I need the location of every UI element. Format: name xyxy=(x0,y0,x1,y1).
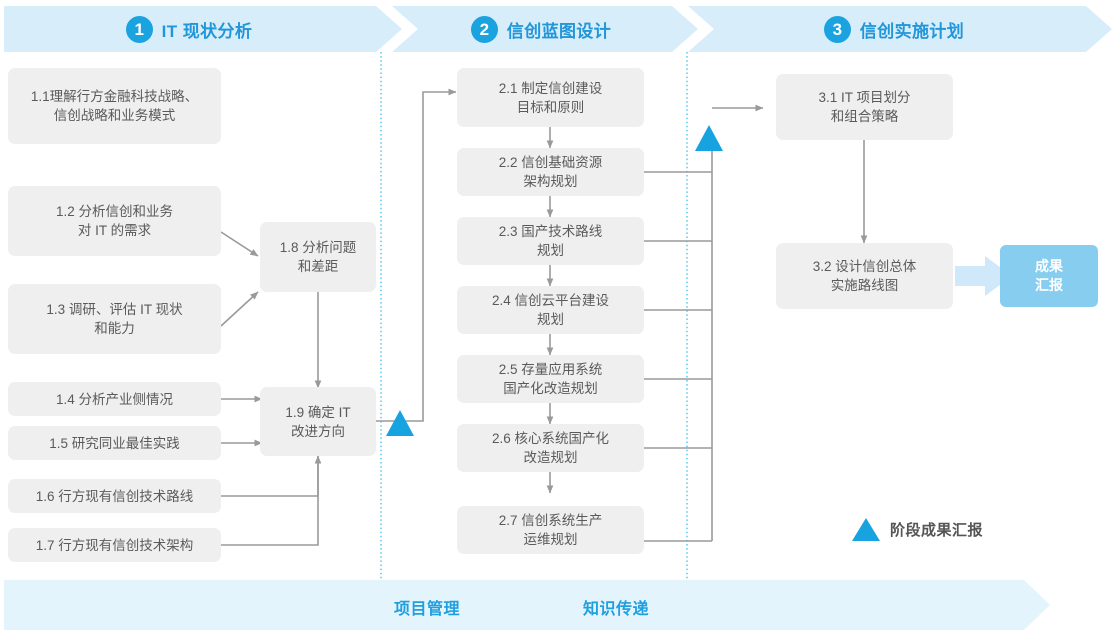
phase-banner-2: 2 信创蓝图设计 xyxy=(392,6,698,52)
wire-13-to-18 xyxy=(220,291,259,327)
phase-number-badge-1: 1 xyxy=(125,15,153,43)
phase-title-1: IT 现状分析 xyxy=(161,21,253,41)
process-box-1-4[interactable]: 1.4 分析产业侧情况 xyxy=(8,382,221,416)
process-box-1-1[interactable]: 1.1理解行方金融科技战略、 信创战略和业务模式 xyxy=(8,68,221,144)
legend: 阶段成果汇报 xyxy=(852,518,983,541)
wire-19-to-21 xyxy=(374,88,457,422)
milestone-triangle-phase2 xyxy=(695,125,723,151)
process-box-1-3[interactable]: 1.3 调研、评估 IT 现状 和能力 xyxy=(8,284,221,354)
phase-number-badge-2: 2 xyxy=(470,15,498,43)
phase-title-3: 信创实施计划 xyxy=(859,21,965,41)
deliverable-box[interactable]: 成果 汇报 xyxy=(1000,245,1098,307)
process-box-2-4[interactable]: 2.4 信创云平台建设 规划 xyxy=(457,286,644,334)
wire-16-to-19 xyxy=(221,455,322,497)
milestone-triangle-phase1 xyxy=(386,410,414,436)
process-box-3-1[interactable]: 3.1 IT 项目划分 和组合策略 xyxy=(776,74,953,140)
process-box-1-9[interactable]: 1.9 确定 IT 改进方向 xyxy=(260,387,376,456)
process-box-1-2[interactable]: 1.2 分析信创和业务 对 IT 的需求 xyxy=(8,186,221,256)
process-box-2-2[interactable]: 2.2 信创基础资源 架构规划 xyxy=(457,148,644,196)
process-box-2-3[interactable]: 2.3 国产技术路线 规划 xyxy=(457,217,644,265)
bottom-label-knowledge-transfer: 知识传递 xyxy=(583,601,650,618)
milestone-triangle-icon xyxy=(852,518,880,541)
phase-number-badge-3: 3 xyxy=(823,15,851,43)
phase-banner-3: 3 信创实施计划 xyxy=(688,6,1112,52)
phase-banner-1: 1 IT 现状分析 xyxy=(4,6,402,52)
process-box-2-5[interactable]: 2.5 存量应用系统 国产化改造规划 xyxy=(457,355,644,403)
bottom-band xyxy=(4,580,1050,630)
process-box-3-2[interactable]: 3.2 设计信创总体 实施路线图 xyxy=(776,243,953,309)
process-box-2-7[interactable]: 2.7 信创系统生产 运维规划 xyxy=(457,506,644,554)
process-box-1-5[interactable]: 1.5 研究同业最佳实践 xyxy=(8,426,221,460)
wire-12-to-18 xyxy=(220,231,259,257)
process-box-1-8[interactable]: 1.8 分析问题 和差距 xyxy=(260,222,376,292)
legend-label: 阶段成果汇报 xyxy=(890,522,984,539)
phase-title-2: 信创蓝图设计 xyxy=(506,21,612,41)
process-box-1-6[interactable]: 1.6 行方现有信创技术路线 xyxy=(8,479,221,513)
process-box-1-7[interactable]: 1.7 行方现有信创技术架构 xyxy=(8,528,221,562)
bottom-label-project-management: 项目管理 xyxy=(394,601,461,618)
process-box-2-1[interactable]: 2.1 制定信创建设 目标和原则 xyxy=(457,68,644,127)
process-box-2-6[interactable]: 2.6 核心系统国产化 改造规划 xyxy=(457,424,644,472)
wire-17-to-19 xyxy=(221,456,319,546)
